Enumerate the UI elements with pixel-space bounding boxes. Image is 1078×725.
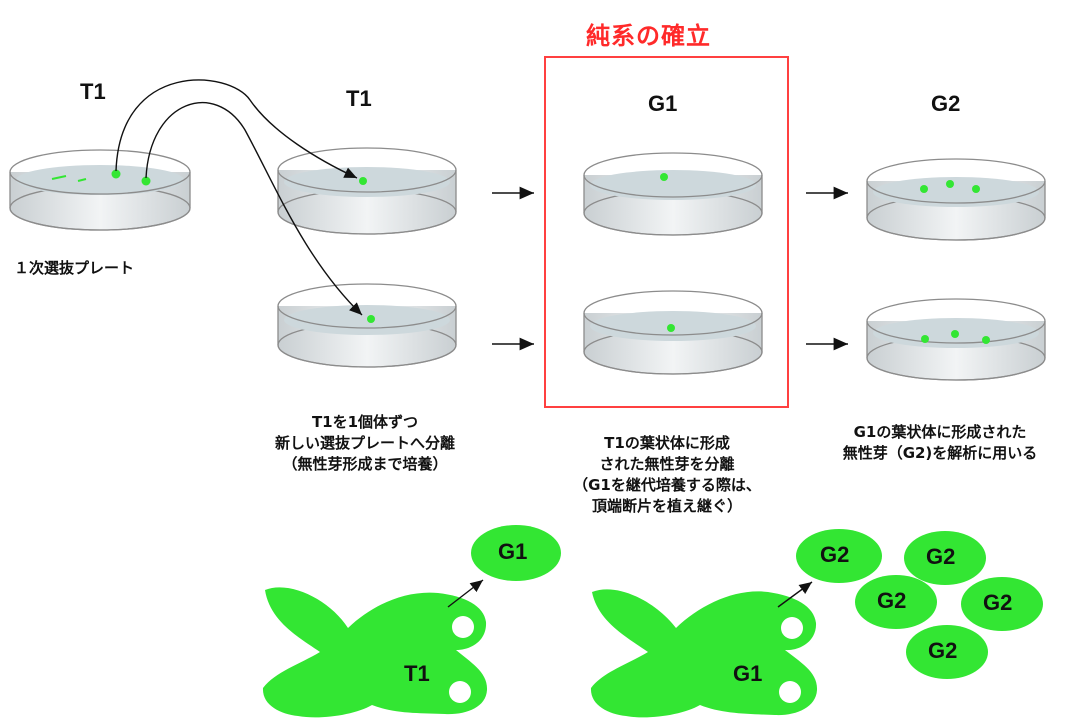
gemma-arrow-right xyxy=(777,581,813,608)
caption-g1-step: T1の葉状体に形成 された無性芽を分離 （G1を継代培養する際は、 頂端断片を植… xyxy=(542,433,792,517)
caption-line: T1を1個体ずつ xyxy=(311,413,419,431)
gemma-g2-label: G2 xyxy=(983,590,1013,615)
gemma-g1 xyxy=(471,525,561,581)
transfer-arrow-lower xyxy=(145,102,363,316)
transfer-arrow-upper xyxy=(115,79,358,179)
caption-line: T1の葉状体に形成 xyxy=(604,434,730,452)
pure-line-highlight-box xyxy=(544,56,789,408)
caption-line: された無性芽を分離 xyxy=(599,455,735,473)
gemma-g2-label: G2 xyxy=(928,638,958,663)
t1-individual xyxy=(111,169,121,179)
thallus-t1 xyxy=(262,587,488,718)
petri-dish-g2-lower xyxy=(866,298,1046,381)
caption-line: 新しい選抜プレートへ分離 xyxy=(274,434,455,452)
petri-dish-t1-upper xyxy=(277,147,457,235)
petri-dish-g2-upper xyxy=(866,158,1046,241)
caption-line: G1の葉状体に形成された xyxy=(853,423,1027,441)
generation-label-t1-primary: T1 xyxy=(80,79,106,104)
gemma-g2-label: G2 xyxy=(877,588,907,613)
thallus-g1-label: G1 xyxy=(733,661,763,686)
caption-primary-plate: １次選抜プレート xyxy=(14,259,135,277)
generation-label-t1-separated: T1 xyxy=(346,86,372,111)
thallus-t1-label: T1 xyxy=(404,661,430,686)
diagram-title: 純系の確立 xyxy=(586,22,711,50)
gemma-g1-label: G1 xyxy=(498,539,528,564)
gemma-g2 xyxy=(855,575,937,629)
gemma-arrow-left xyxy=(447,579,484,608)
gemma-g2 xyxy=(906,625,988,679)
petri-dish-primary xyxy=(9,149,191,231)
petri-dish-t1-lower xyxy=(277,283,457,368)
thallus-g1 xyxy=(590,589,818,718)
caption-line: 頂端断片を植え継ぐ） xyxy=(591,497,742,515)
gemma-g2 xyxy=(961,577,1043,631)
caption-g2-step: G1の葉状体に形成された 無性芽（G2)を解析に用いる xyxy=(810,422,1070,464)
t1-individual xyxy=(141,176,151,186)
petri-dish-g1-upper xyxy=(583,152,763,236)
petri-dish-g1-lower xyxy=(583,290,763,375)
caption-separation: T1を1個体ずつ 新しい選抜プレートへ分離 （無性芽形成まで培養） xyxy=(235,412,495,475)
gemma-g2-label: G2 xyxy=(926,544,956,569)
gemma-g2-label: G2 xyxy=(820,542,850,567)
caption-line: （G1を継代培養する際は、 xyxy=(573,476,761,494)
gemma-g2 xyxy=(904,531,986,585)
gemma-g2 xyxy=(796,529,882,583)
caption-line: 無性芽（G2)を解析に用いる xyxy=(842,444,1038,462)
caption-line: （無性芽形成まで培養） xyxy=(282,455,448,473)
generation-label-g2: G2 xyxy=(931,91,961,116)
generation-label-g1: G1 xyxy=(648,91,678,116)
